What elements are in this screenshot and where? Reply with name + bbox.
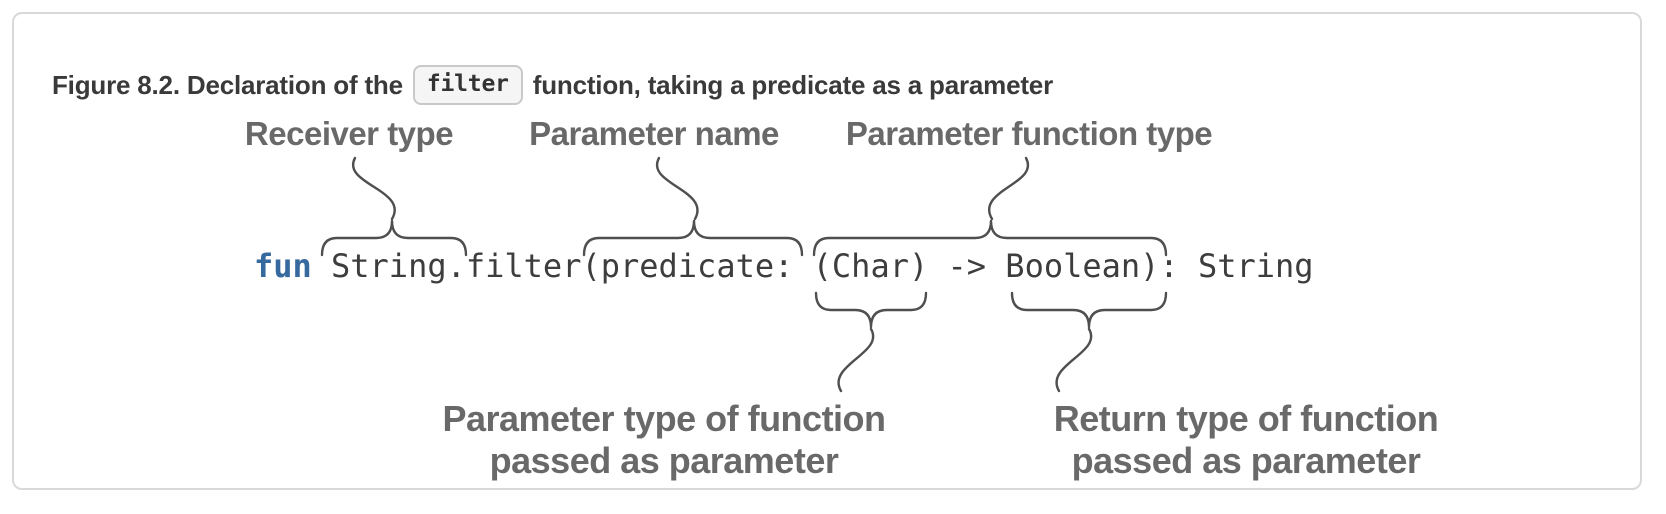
figure-title: Figure 8.2. Declaration of the filter fu… bbox=[52, 62, 1053, 108]
figure-title-prefix: Figure 8.2. Declaration of the bbox=[52, 69, 403, 100]
figure-card: Figure 8.2. Declaration of the filter fu… bbox=[12, 12, 1642, 490]
figure-title-suffix: function, taking a predicate as a parame… bbox=[532, 69, 1053, 100]
parameter-type-connector-line bbox=[837, 327, 875, 393]
parameter-type-brace bbox=[814, 291, 928, 329]
return-type-brace bbox=[1010, 291, 1168, 329]
code-keyword-fun: fun bbox=[254, 247, 312, 285]
return-type-label-line2: passed as parameter bbox=[1072, 440, 1421, 481]
parameter-type-label-line2: passed as parameter bbox=[490, 440, 839, 481]
receiver-type-label: Receiver type bbox=[245, 115, 453, 152]
parameter-name-label: Parameter name bbox=[529, 115, 779, 152]
parameter-name-connector-line bbox=[655, 156, 699, 221]
parameter-name-brace bbox=[582, 219, 804, 257]
code-line: fun String.filter(predicate: (Char) -> Bo… bbox=[254, 247, 1314, 285]
return-type-connector-line bbox=[1055, 327, 1093, 393]
receiver-type-brace bbox=[320, 219, 468, 257]
code-signature: String.filter(predicate: (Char) -> Boole… bbox=[331, 247, 1314, 285]
parameter-type-label-line1: Parameter type of function bbox=[442, 398, 885, 439]
parameter-function-type-brace bbox=[812, 219, 1168, 257]
receiver-type-connector-line bbox=[351, 156, 396, 221]
inline-code-chip: filter bbox=[412, 65, 523, 105]
return-type-label-line1: Return type of function bbox=[1054, 398, 1438, 439]
parameter-function-type-label: Parameter function type bbox=[846, 115, 1212, 152]
parameter-function-type-connector-line bbox=[988, 156, 1030, 221]
annotated-code-diagram: Receiver type Parameter name Parameter f… bbox=[245, 115, 1439, 481]
